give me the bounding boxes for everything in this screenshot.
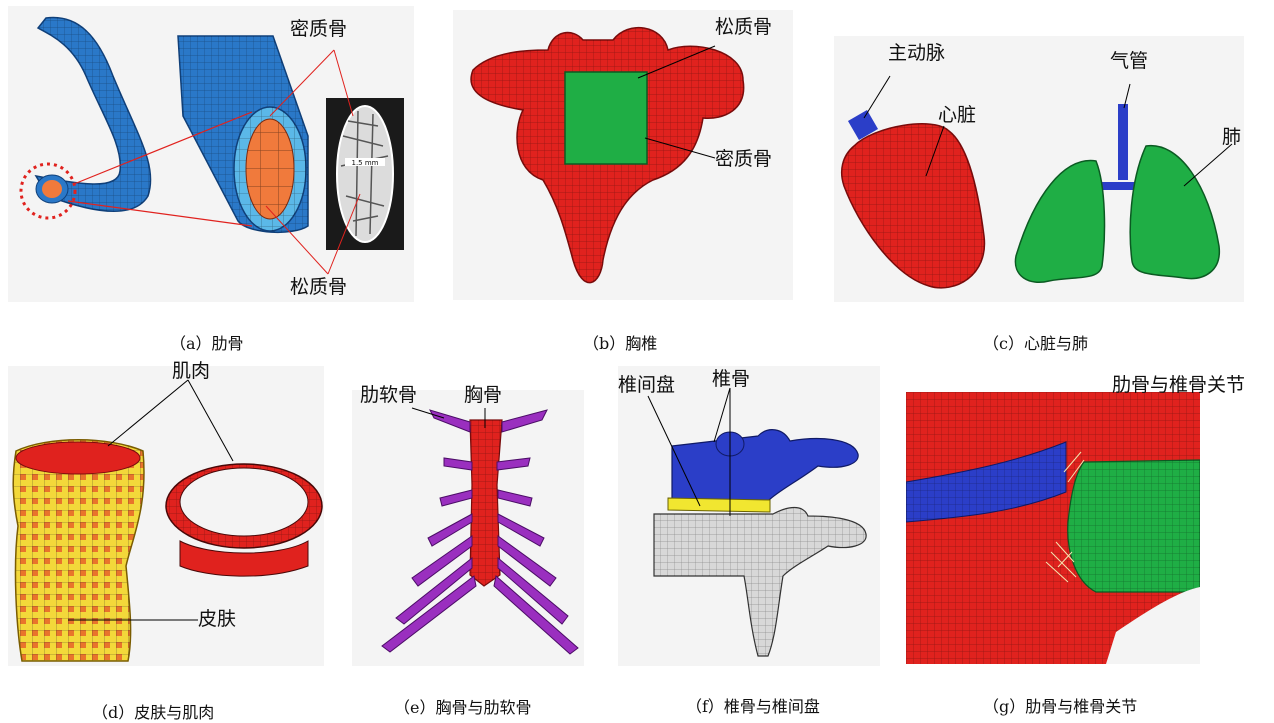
skin-muscle-figure	[8, 366, 324, 666]
vertebra-disc-figure	[618, 366, 880, 666]
label-heart: 心脏	[938, 106, 976, 125]
panel-heart-lung: 主动脉 心脏 气管 肺	[834, 36, 1244, 302]
label-disc: 椎间盘	[618, 376, 675, 395]
label-vertebra: 椎骨	[712, 370, 750, 389]
label-skin: 皮肤	[198, 610, 236, 629]
trachea	[1118, 104, 1128, 180]
panel-vertebra-disc: 椎间盘 椎骨	[618, 366, 880, 666]
heart-lung-figure	[834, 36, 1244, 302]
caption-d: （d）皮肤与肌肉	[92, 699, 214, 723]
label-cancellous-bone: 松质骨	[290, 278, 347, 297]
panel-sternum-cartilage: 肋软骨 胸骨	[352, 390, 584, 666]
panel-rib: 1.5 mm 密质骨 松质骨	[8, 6, 414, 302]
label-lung: 肺	[1222, 128, 1241, 147]
caption-f: （f）椎骨与椎间盘	[686, 693, 820, 717]
label-rib-vertebra-joint: 肋骨与椎骨关节	[1112, 376, 1245, 395]
scale-text: 1.5 mm	[352, 159, 379, 167]
label-aorta: 主动脉	[888, 44, 945, 63]
caption-e: （e）胸骨与肋软骨	[394, 694, 531, 718]
joint-figure	[906, 392, 1200, 664]
label-cancellous-b: 松质骨	[715, 18, 772, 37]
label-trachea: 气管	[1110, 52, 1148, 71]
panel-skin-muscle: 肌肉 皮肤	[8, 366, 324, 666]
sternum-figure	[352, 390, 584, 666]
rib-figure: 1.5 mm	[8, 6, 414, 302]
caption-b: （b）胸椎	[583, 330, 657, 354]
panel-rib-vertebra-joint: 肋骨与椎骨关节	[906, 392, 1200, 664]
label-sternum: 胸骨	[464, 386, 502, 405]
panel-thoracic-vertebra: 松质骨 密质骨	[453, 10, 793, 300]
label-cortical-bone: 密质骨	[290, 20, 347, 39]
cancellous-block	[565, 72, 647, 164]
caption-g: （g）肋骨与椎骨关节	[983, 693, 1137, 717]
label-cortical-b: 密质骨	[715, 150, 772, 169]
label-muscle: 肌肉	[172, 362, 210, 381]
intervertebral-disc	[668, 498, 770, 512]
caption-c: （c）心脏与肺	[983, 330, 1088, 354]
caption-a: （a）肋骨	[170, 330, 244, 354]
label-costal-cartilage: 肋软骨	[360, 386, 417, 405]
